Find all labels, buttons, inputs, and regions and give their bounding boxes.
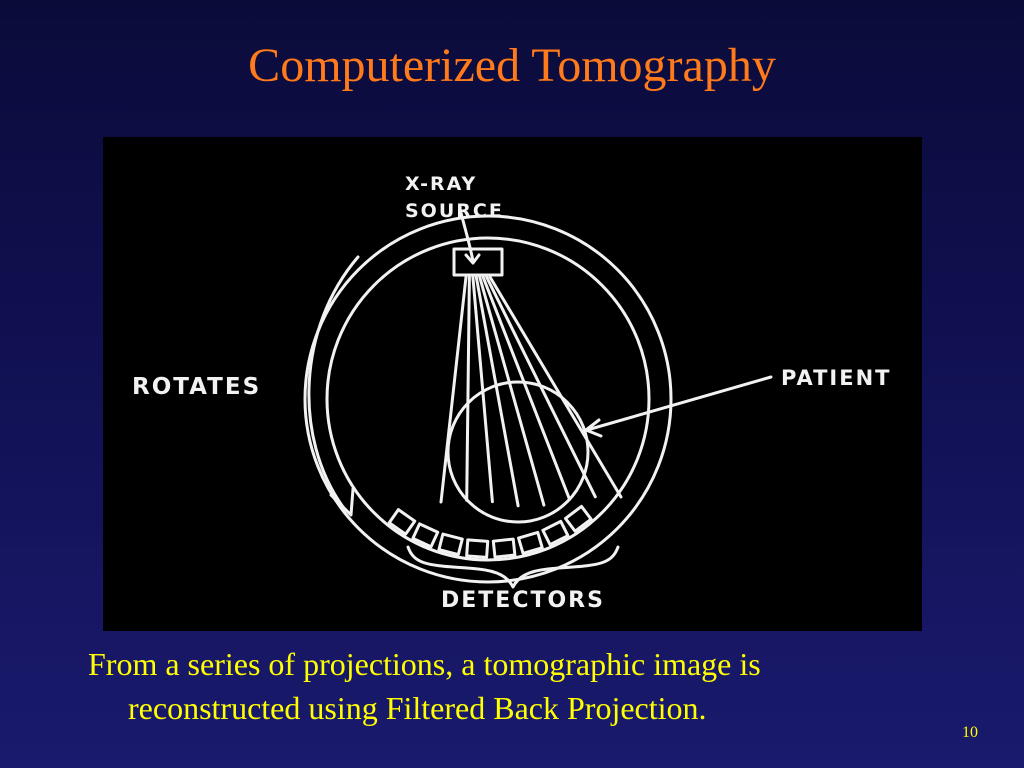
detector-cell <box>491 537 517 559</box>
detector-cell <box>387 508 417 536</box>
detector-array <box>387 504 593 559</box>
xray-beam <box>465 275 471 502</box>
detectors-label: DETECTORS <box>441 588 605 613</box>
patient-label: PATIENT <box>781 366 891 390</box>
xray-beam <box>488 275 623 499</box>
gantry-inner-ring <box>325 236 651 562</box>
xray-source-pointer <box>458 207 475 263</box>
detector-cell <box>541 519 570 547</box>
xray-label-line1: X-RAY <box>405 173 477 195</box>
caption-line-1: From a series of projections, a tomograp… <box>88 646 761 682</box>
ct-diagram-drawing: X-RAY SOURCE ROTATES PATIENT DETECTORS <box>132 173 891 613</box>
xray-beam <box>478 275 546 507</box>
xray-label-line2: SOURCE <box>405 200 504 222</box>
detector-cell <box>411 522 440 549</box>
xray-beam <box>474 275 520 508</box>
patient-pointer <box>585 375 773 432</box>
slide-caption: From a series of projections, a tomograp… <box>88 642 948 730</box>
detector-cell <box>563 504 593 533</box>
patient-pointer-head <box>584 418 603 438</box>
detector-cell <box>437 532 464 557</box>
xray-beam <box>481 275 572 501</box>
slide-number: 10 <box>962 724 978 741</box>
xray-beam <box>471 275 494 504</box>
xray-beam <box>439 275 468 504</box>
xray-source-box <box>452 247 504 277</box>
ct-diagram: X-RAY SOURCE ROTATES PATIENT DETECTORS <box>103 137 922 631</box>
caption-line-2: reconstructed using Filtered Back Projec… <box>128 690 707 726</box>
detector-cell <box>465 538 490 559</box>
patient-circle <box>446 380 590 524</box>
detector-cell <box>517 530 544 555</box>
gantry-outer-ring <box>303 214 673 584</box>
rotates-label: ROTATES <box>132 374 261 400</box>
rotation-arrowhead <box>329 487 355 517</box>
slide-title: Computerized Tomography <box>248 39 776 92</box>
xray-beam-fan <box>439 275 623 508</box>
xray-source-pointer-head <box>464 253 481 265</box>
rotation-arrow <box>307 255 360 509</box>
detectors-brace <box>406 545 620 589</box>
